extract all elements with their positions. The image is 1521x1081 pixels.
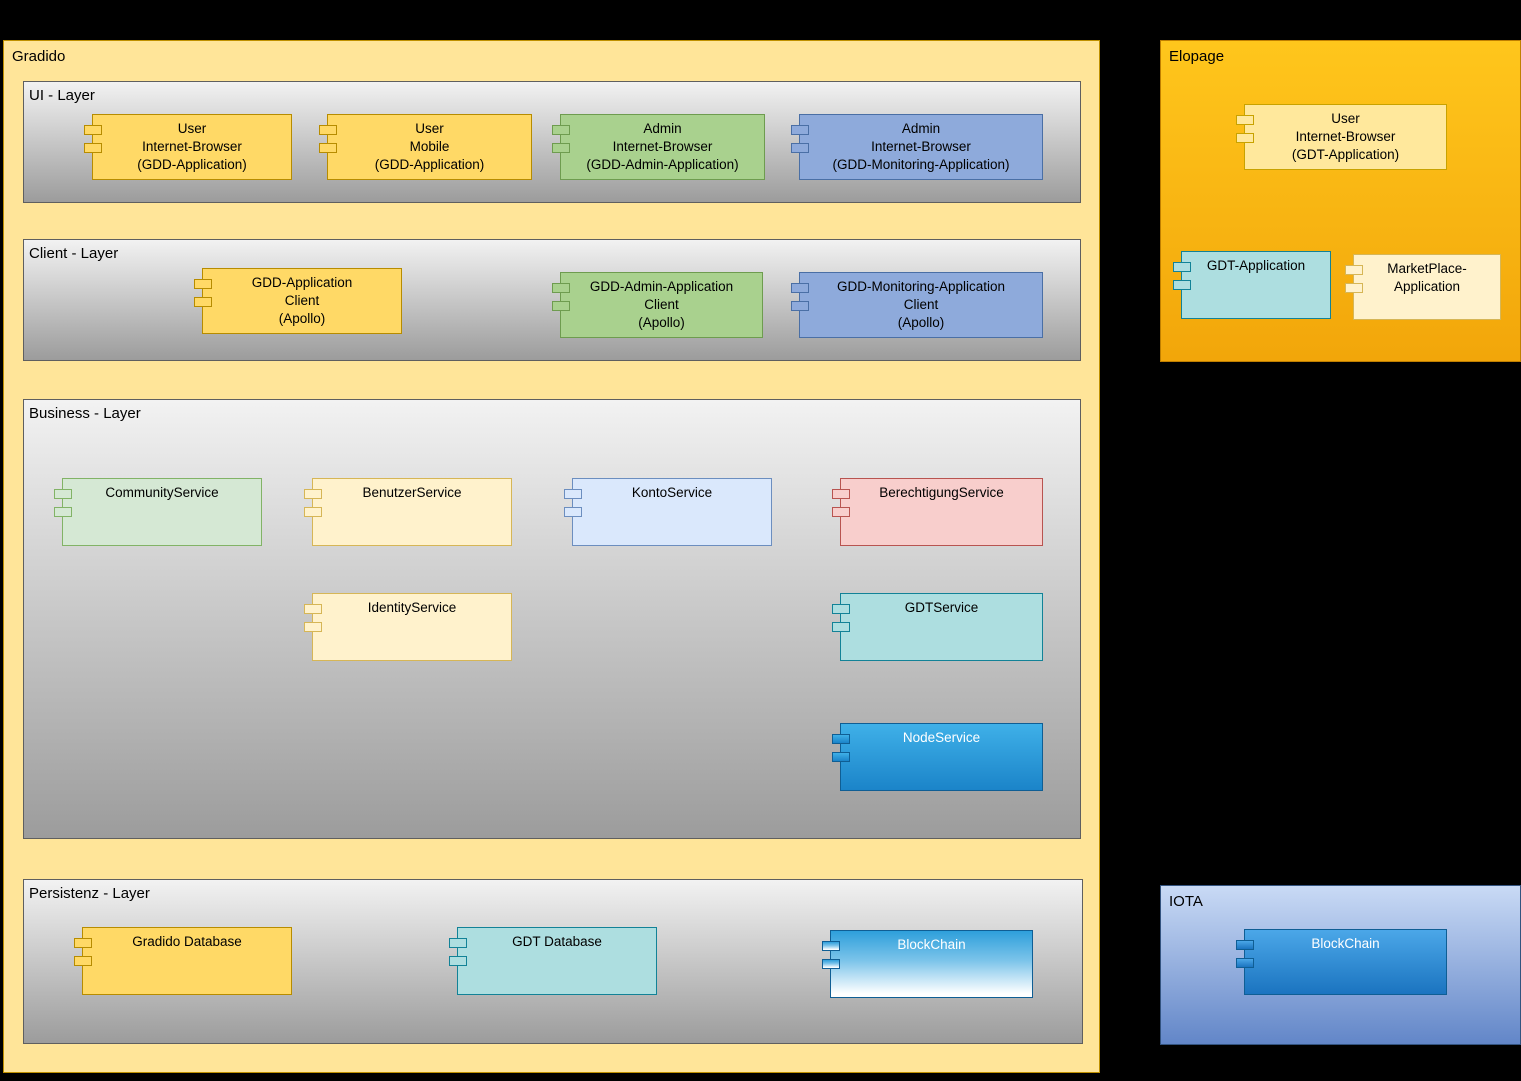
component-user-internet-browser-gdt[interactable]: User Internet-Browser (GDT-Application) [1236,104,1447,170]
component-label: Admin Internet-Browser (GDD-Monitoring-A… [832,121,1010,172]
component-label: User Internet-Browser (GDD-Application) [137,121,247,172]
component-port-icon [74,956,92,966]
component-port-icon [791,283,809,293]
component-marketplace-application[interactable]: MarketPlace- Application [1345,254,1501,320]
component-user-mobile-gdd[interactable]: User Mobile (GDD-Application) [319,114,532,180]
component-port-icon [552,143,570,153]
component-label: BerechtigungService [879,485,1004,500]
component-label: User Mobile (GDD-Application) [374,121,485,172]
component-node-service[interactable]: NodeService [832,723,1043,791]
component-label: BenutzerService [362,485,462,500]
component-port-icon [304,507,322,517]
component-port-icon [791,143,809,153]
component-port-icon [1236,115,1254,125]
component-admin-internet-browser-gdd-admin[interactable]: Admin Internet-Browser (GDD-Admin-Applic… [552,114,765,180]
component-label: MarketPlace- Application [1387,261,1467,294]
gradido-title: Gradido [12,48,66,65]
component-berechtigung-service[interactable]: BerechtigungService [832,478,1043,546]
component-port-icon [319,125,337,135]
component-label: GDTService [904,600,979,615]
component-konto-service[interactable]: KontoService [564,478,772,546]
component-port-icon [304,604,322,614]
component-port-icon [1236,940,1254,950]
component-label: GDD-Monitoring-Application Client (Apoll… [836,279,1006,330]
component-admin-internet-browser-gdd-monitoring[interactable]: Admin Internet-Browser (GDD-Monitoring-A… [791,114,1043,180]
component-label: IdentityService [367,600,457,615]
component-label: KontoService [631,485,713,500]
component-port-icon [449,938,467,948]
component-port-icon [564,489,582,499]
component-port-icon [832,734,850,744]
business-layer-title: Business - Layer [29,405,141,422]
component-identity-service[interactable]: IdentityService [304,593,512,661]
component-label: User Internet-Browser (GDT-Application) [1291,111,1400,162]
component-benutzer-service[interactable]: BenutzerService [304,478,512,546]
component-port-icon [1236,958,1254,968]
component-gdd-monitoring-application-client[interactable]: GDD-Monitoring-Application Client (Apoll… [791,272,1043,338]
component-gdt-service[interactable]: GDTService [832,593,1043,661]
component-port-icon [194,297,212,307]
component-port-icon [1236,133,1254,143]
ui-layer-title: UI - Layer [29,87,95,104]
component-port-icon [552,125,570,135]
component-port-icon [54,507,72,517]
component-port-icon [74,938,92,948]
component-port-icon [1345,283,1363,293]
component-community-service[interactable]: CommunityService [54,478,262,546]
component-label: BlockChain [1311,936,1380,951]
component-port-icon [832,622,850,632]
component-label: Gradido Database [132,934,242,949]
component-blockchain-persistenz[interactable]: BlockChain [822,930,1033,998]
component-blockchain-iota[interactable]: BlockChain [1236,929,1447,995]
component-port-icon [84,125,102,135]
component-port-icon [791,125,809,135]
component-port-icon [822,941,840,951]
persistenz-layer[interactable]: Persistenz - Layer Gradido Database GDT … [23,879,1083,1044]
component-port-icon [194,279,212,289]
component-label: NodeService [902,730,981,745]
component-port-icon [552,301,570,311]
component-label: Admin Internet-Browser (GDD-Admin-Applic… [586,121,739,172]
client-layer[interactable]: Client - Layer GDD-Application Client (A… [23,239,1081,361]
component-port-icon [791,301,809,311]
component-gdd-application-client[interactable]: GDD-Application Client (Apollo) [194,268,402,334]
business-layer[interactable]: Business - Layer CommunityService Benutz… [23,399,1081,839]
component-port-icon [54,489,72,499]
ui-layer[interactable]: UI - Layer User Internet-Browser (GDD-Ap… [23,81,1081,203]
component-user-internet-browser-gdd[interactable]: User Internet-Browser (GDD-Application) [84,114,292,180]
elopage-container[interactable]: Elopage User Internet-Browser (GDT-Appli… [1160,40,1521,362]
component-port-icon [1173,280,1191,290]
persistenz-layer-title: Persistenz - Layer [29,885,150,902]
component-port-icon [319,143,337,153]
component-port-icon [832,752,850,762]
component-port-icon [832,604,850,614]
component-port-icon [449,956,467,966]
component-gdd-admin-application-client[interactable]: GDD-Admin-Application Client (Apollo) [552,272,763,338]
component-port-icon [1173,262,1191,272]
iota-container[interactable]: IOTA BlockChain [1160,885,1521,1045]
iota-title: IOTA [1169,893,1203,910]
component-label: GDT Database [512,934,602,949]
component-port-icon [1345,265,1363,275]
component-port-icon [304,489,322,499]
component-port-icon [564,507,582,517]
elopage-title: Elopage [1169,48,1225,65]
component-port-icon [832,507,850,517]
component-port-icon [822,959,840,969]
component-gdt-database[interactable]: GDT Database [449,927,657,995]
component-port-icon [832,489,850,499]
component-label: CommunityService [105,485,219,500]
component-port-icon [84,143,102,153]
component-label: BlockChain [897,937,966,952]
component-gradido-database[interactable]: Gradido Database [74,927,292,995]
component-label: GDT-Application [1206,258,1306,273]
component-port-icon [552,283,570,293]
component-label: GDD-Admin-Application Client (Apollo) [589,279,734,330]
component-label: GDD-Application Client (Apollo) [251,275,353,326]
component-port-icon [304,622,322,632]
client-layer-title: Client - Layer [29,245,119,262]
gradido-container[interactable]: Gradido UI - Layer User Internet-Browser… [3,40,1100,1073]
component-gdt-application[interactable]: GDT-Application [1173,251,1331,319]
